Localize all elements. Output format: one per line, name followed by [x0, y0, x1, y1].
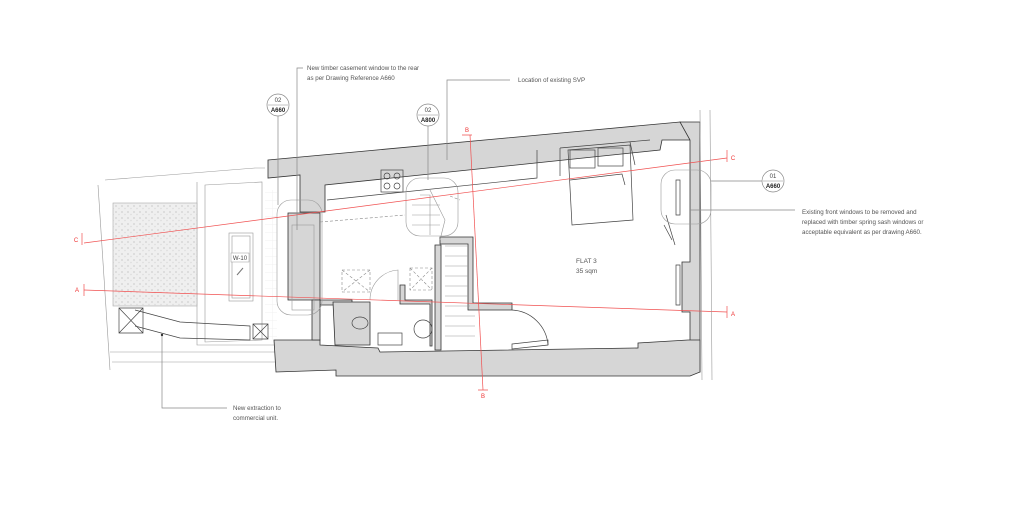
section-line-b — [469, 134, 484, 391]
svg-text:01: 01 — [770, 174, 777, 180]
svg-text:acceptable equivalent as per d: acceptable equivalent as per drawing A66… — [802, 229, 922, 236]
svg-text:commercial unit.: commercial unit. — [233, 415, 278, 422]
section-marker-a-left: A — [75, 288, 79, 294]
section-marker-b-bottom: B — [481, 394, 485, 400]
annotation-rear-window: New timber casement window to the rear a… — [296, 65, 419, 230]
svg-text:Existing front windows to be r: Existing front windows to be removed and — [802, 209, 917, 216]
callout-clouds — [276, 169, 712, 316]
svg-text:as per Drawing Reference A660: as per Drawing Reference A660 — [307, 75, 395, 82]
detail-tag-rear-window[interactable]: 02 A660 — [266, 93, 290, 205]
section-line-c — [83, 157, 728, 244]
bed — [567, 144, 634, 226]
wc — [351, 316, 369, 330]
annotation-extraction: New extraction to commercial unit. — [160, 333, 281, 422]
section-marker-c-left: C — [74, 238, 79, 244]
hob — [380, 169, 404, 193]
svg-text:New extraction to: New extraction to — [233, 405, 281, 412]
planting-bed — [112, 202, 198, 307]
annotation-svp: Location of existing SVP — [446, 77, 585, 160]
section-lines: C C A A B B — [74, 128, 736, 400]
walls — [267, 121, 701, 377]
svg-text:A800: A800 — [421, 118, 436, 124]
section-marker-c-right: C — [731, 156, 736, 162]
svg-text:New timber casement window to: New timber casement window to the rear — [307, 65, 419, 72]
street-boundary — [699, 109, 713, 381]
svg-text:02: 02 — [425, 108, 432, 114]
staircase — [412, 189, 475, 337]
room-area: 35 sqm — [576, 268, 597, 275]
basin — [377, 332, 403, 346]
rooflight — [228, 232, 254, 302]
rear-yard: W-10 — [97, 167, 277, 371]
annotation-front-windows: Existing front windows to be removed and… — [690, 209, 923, 236]
window-tag: W-10 — [233, 256, 248, 262]
svg-text:A660: A660 — [271, 108, 286, 114]
section-line-a — [83, 289, 728, 313]
svg-text:replaced with timber spring sa: replaced with timber spring sash windows… — [802, 219, 923, 226]
svg-text:02: 02 — [275, 98, 282, 104]
extraction-duct — [118, 307, 269, 341]
svg-text:Location of existing SVP: Location of existing SVP — [518, 77, 585, 84]
svg-text:A660: A660 — [766, 184, 781, 190]
section-marker-a-right: A — [731, 312, 735, 318]
detail-tag-stair[interactable]: 02 A800 — [416, 103, 440, 180]
shower-drain — [413, 319, 433, 339]
bathroom — [341, 267, 433, 346]
kitchen — [326, 139, 651, 201]
section-marker-b-top: B — [465, 128, 469, 134]
room-name: FLAT 3 — [576, 258, 597, 265]
detail-tag-front-window[interactable]: 01 A660 — [711, 169, 785, 193]
openings — [291, 179, 681, 350]
